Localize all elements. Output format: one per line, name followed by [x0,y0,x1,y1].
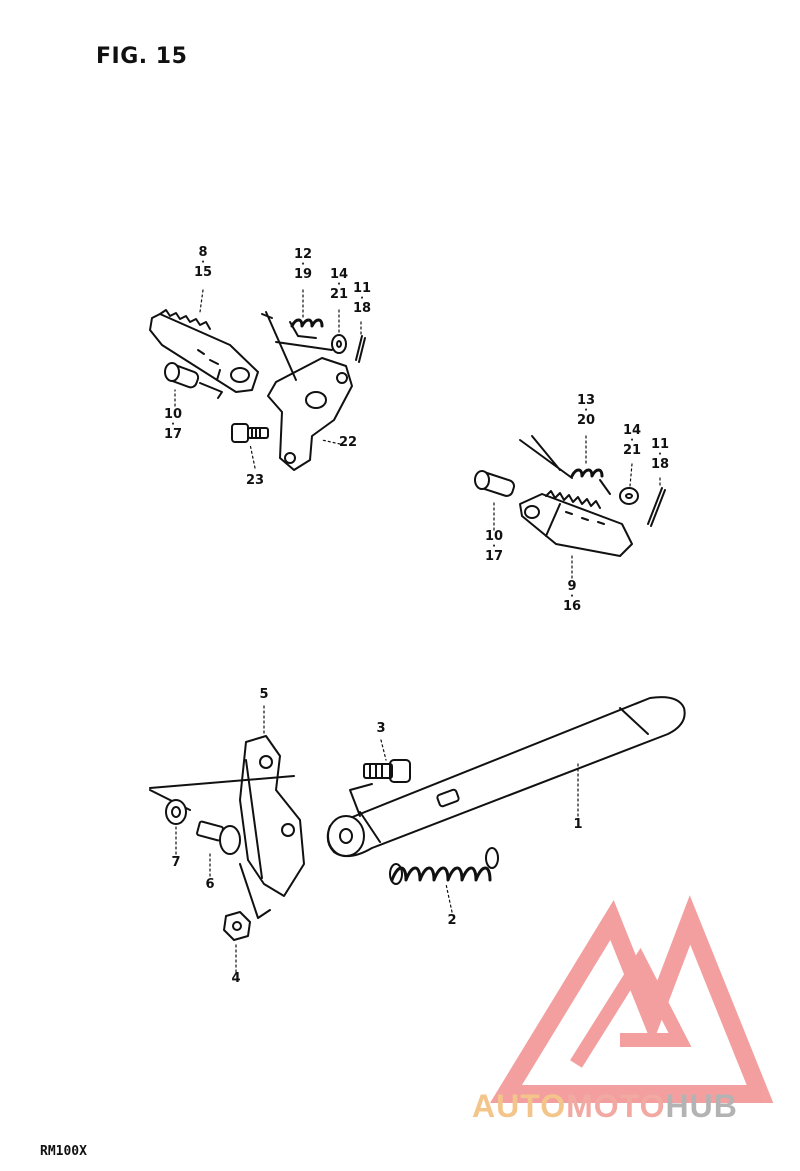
callout-right-pin: 10·17 [484,529,504,564]
left-washer-part [331,334,347,354]
left-spring-part [289,318,324,339]
callout-left-washer: 14·21 [329,267,349,302]
triangle-m-logo-icon [489,895,774,1103]
leader-lines [174,289,661,973]
callout-right-washer: 14·21 [622,423,642,458]
callout-nut: 4 [231,971,241,986]
callout-bracket-bolt: 6 [205,877,215,892]
watermark-text: AUTOMOTOHUB [472,1088,738,1124]
callout-stand-bolt: 3 [376,721,386,736]
right-footrest-part [519,490,633,557]
left-cotter-pin-part [355,335,366,363]
left-footrest-part [149,309,259,393]
callout-left-bolt: 23 [245,473,265,488]
callout-left-footrest: 8·15 [193,245,213,280]
stand-bracket-part [149,735,305,897]
callout-right-spring: 13·20 [576,393,596,428]
right-pivot-pin-part [474,470,515,497]
bracket-bolt-part [196,820,241,855]
callout-side-stand: 1 [573,817,583,832]
nut-part [223,863,271,941]
callout-washer: 7 [171,855,181,870]
callout-left-spring: 12·19 [293,247,313,282]
right-washer-part [619,487,639,505]
right-spring-part [519,435,611,495]
callout-left-bracket: 22 [338,435,358,450]
stand-bolt-part [349,759,411,817]
washer-part [165,799,187,825]
callout-stand-spring: 2 [447,913,457,928]
left-bracket-part [261,311,353,471]
left-pivot-pin-part [164,362,223,399]
left-bracket-bolt-part [231,423,269,443]
callout-right-cotter: 11·18 [650,437,670,472]
callout-left-cotter: 11·18 [352,281,372,316]
callout-stand-bracket: 5 [259,687,269,702]
callout-right-footrest: 9·16 [562,579,582,614]
model-code: RM100X [40,1144,87,1159]
figure-title: FIG. 15 [96,44,188,69]
stand-spring-part [389,847,499,885]
right-cotter-pin-part [647,487,666,527]
callout-left-pin: 10·17 [163,407,183,442]
side-stand-part [326,696,686,858]
